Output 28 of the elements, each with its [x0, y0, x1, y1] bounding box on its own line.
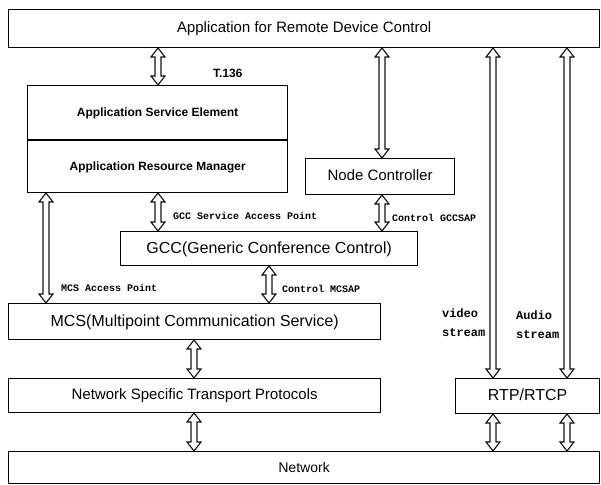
layer-box: Network: [8, 451, 600, 484]
stream-label: Audio stream: [516, 308, 560, 344]
double-arrow: [484, 413, 502, 452]
layer-box: Network Specific Transport Protocols: [8, 378, 381, 413]
layer-box: Application Resource Manager: [27, 140, 288, 193]
double-arrow: [484, 47, 502, 379]
double-arrow: [374, 47, 390, 159]
double-arrow: [260, 265, 278, 304]
layer-box: Application Service Element: [27, 85, 288, 140]
layer-box: Node Controller: [305, 158, 455, 195]
edge-label: MCS Access Point: [61, 282, 158, 297]
protocol-label: T.136: [213, 65, 242, 82]
double-arrow: [558, 47, 576, 379]
double-arrow: [186, 412, 202, 452]
double-arrow: [558, 413, 576, 452]
edge-label: Control GCCSAP: [392, 212, 476, 227]
layer-box: MCS(Multipoint Communication Service): [8, 303, 381, 340]
double-arrow: [38, 192, 54, 304]
double-arrow: [150, 47, 166, 86]
layer-box: RTP/RTCP: [455, 378, 600, 414]
double-arrow: [374, 194, 390, 232]
double-arrow: [186, 339, 202, 379]
layer-box: Application for Remote Device Control: [8, 9, 600, 48]
double-arrow: [150, 192, 166, 232]
edge-label: GCC Service Access Point: [173, 210, 318, 225]
layer-box: GCC(Generic Conference Control): [120, 231, 418, 266]
edge-label: Control MCSAP: [282, 284, 360, 298]
stream-label: video stream: [442, 306, 486, 342]
